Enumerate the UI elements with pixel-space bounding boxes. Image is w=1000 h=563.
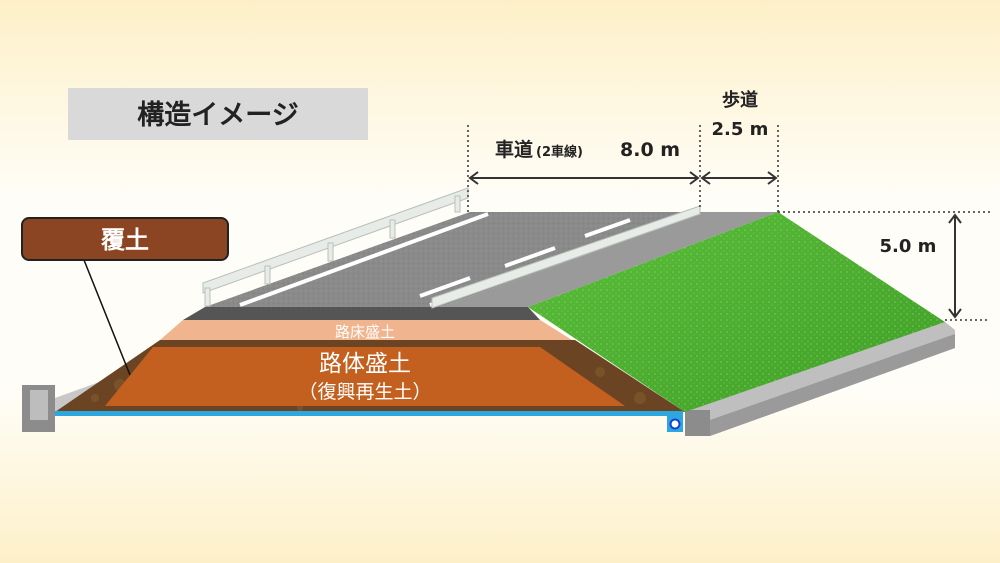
right-gutter bbox=[685, 322, 955, 436]
cover-soil-callout bbox=[21, 217, 229, 261]
roadway-width: 8.0 m bbox=[620, 139, 680, 161]
drain-line bbox=[55, 411, 683, 416]
pavement-layer bbox=[183, 307, 540, 320]
sidewalk-surface bbox=[440, 212, 778, 307]
subgrade-label: 路床盛土 bbox=[335, 323, 395, 341]
embankment-layer bbox=[105, 347, 625, 406]
cover-soil-label: 覆土 bbox=[101, 226, 149, 254]
roadway-label: 車道 bbox=[495, 138, 533, 161]
title-text: 構造イメージ bbox=[137, 100, 298, 131]
sidewalk-label: 歩道 bbox=[722, 89, 758, 111]
guardrail-right bbox=[431, 205, 701, 309]
roadway-note: (2車線) bbox=[536, 144, 583, 160]
dimension-guides bbox=[467, 125, 990, 321]
drain-pipe-icon bbox=[667, 416, 683, 432]
sidewalk-width: 2.5 m bbox=[712, 119, 769, 140]
guardrail-left bbox=[202, 187, 469, 307]
embankment-label: 路体盛土 bbox=[319, 351, 411, 377]
height-label: 5.0 m bbox=[880, 236, 937, 257]
title-box: 構造イメージ bbox=[68, 88, 368, 140]
subgrade-layer bbox=[160, 320, 572, 340]
embankment-sublabel: （復興再生土） bbox=[298, 381, 431, 403]
dimension-arrows bbox=[468, 171, 962, 319]
cover-soil-leader-line bbox=[83, 259, 131, 376]
